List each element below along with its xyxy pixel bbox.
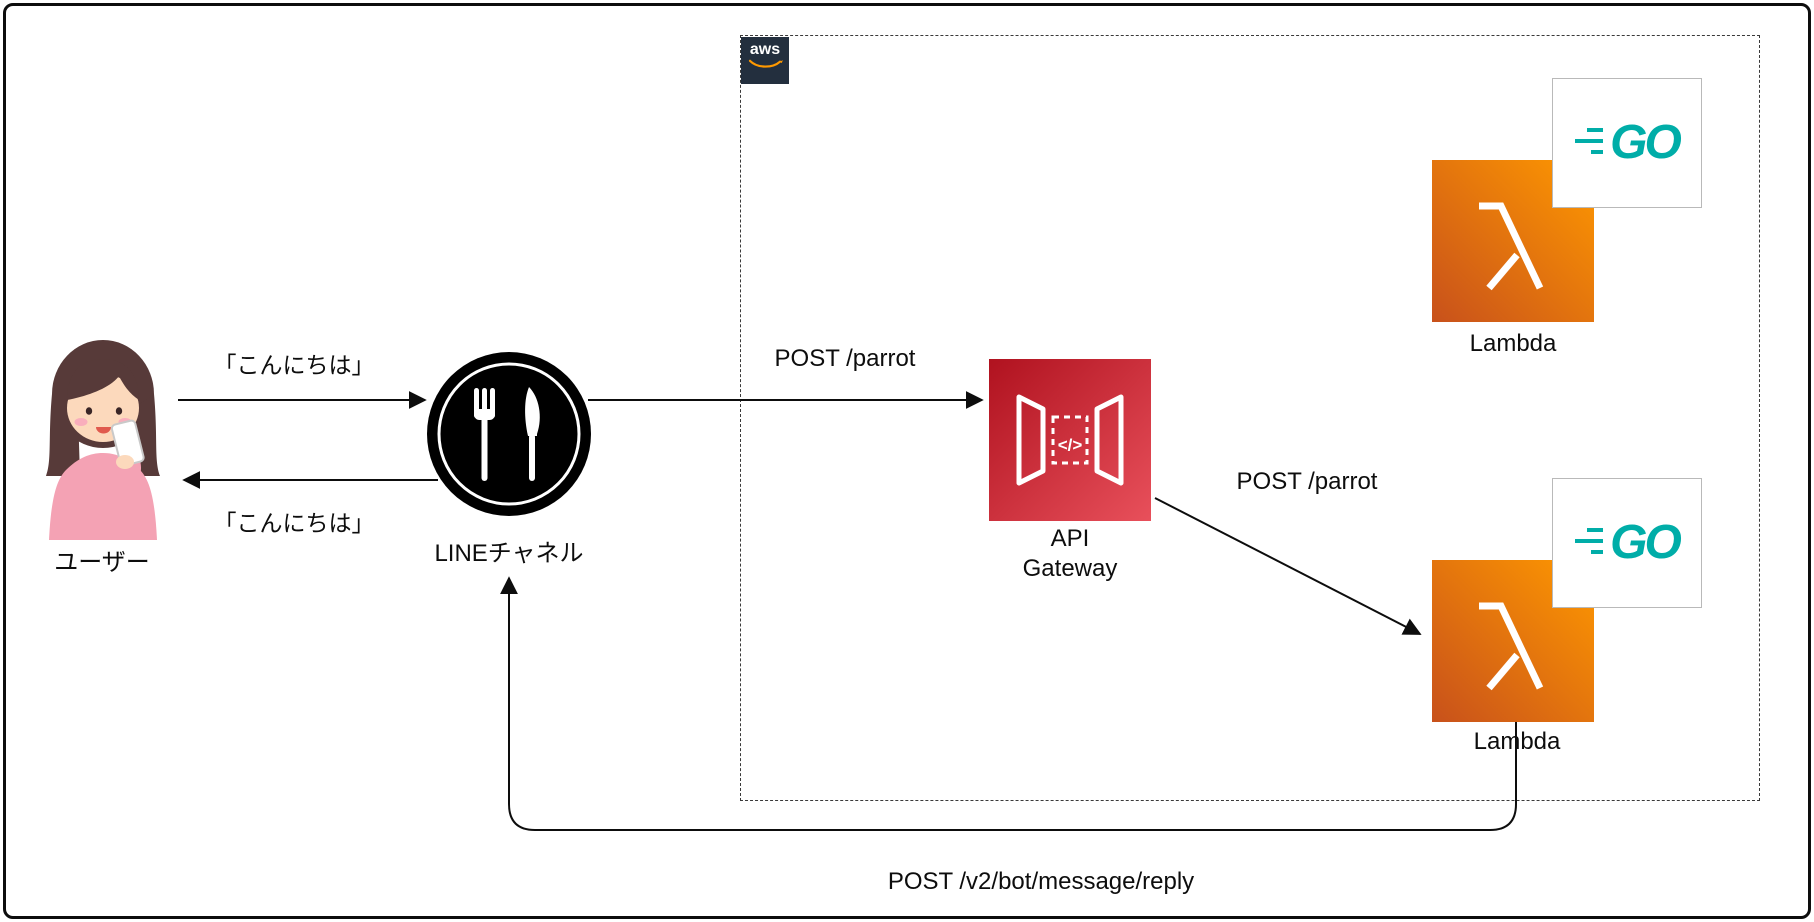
lambda-top-label: Lambda <box>1469 330 1557 357</box>
fork-knife-icon <box>474 387 540 481</box>
api-gateway-label: API Gateway <box>1022 525 1118 582</box>
post-parrot-label-2: POST /parrot <box>1236 468 1378 495</box>
aws-smile-icon <box>748 59 783 68</box>
line-channel-icon <box>427 352 591 516</box>
go-speed-lines-icon <box>1575 128 1604 154</box>
api-gateway-icon: </> <box>989 359 1151 521</box>
aws-logo: aws <box>741 37 789 84</box>
message-from-line-label: 「こんにちは」 <box>213 510 375 536</box>
go-badge-bottom: GO <box>1552 478 1702 608</box>
go-logo-text: GO <box>1610 116 1682 169</box>
go-logo-text: GO <box>1610 516 1682 569</box>
post-parrot-label-1: POST /parrot <box>774 345 916 372</box>
aws-logo-text: aws <box>749 41 781 58</box>
api-gateway-code-glyph: </> <box>1058 435 1083 454</box>
go-badge-top: GO <box>1552 78 1702 208</box>
go-speed-lines-icon <box>1575 528 1604 554</box>
post-reply-label: POST /v2/bot/message/reply <box>887 868 1195 895</box>
user-label: ユーザー <box>54 549 150 576</box>
line-channel-label: LINEチャネル <box>434 540 584 567</box>
message-to-line-label: 「こんにちは」 <box>213 352 375 378</box>
lambda-bottom-label: Lambda <box>1473 728 1561 755</box>
user-figure-icon <box>46 340 160 540</box>
